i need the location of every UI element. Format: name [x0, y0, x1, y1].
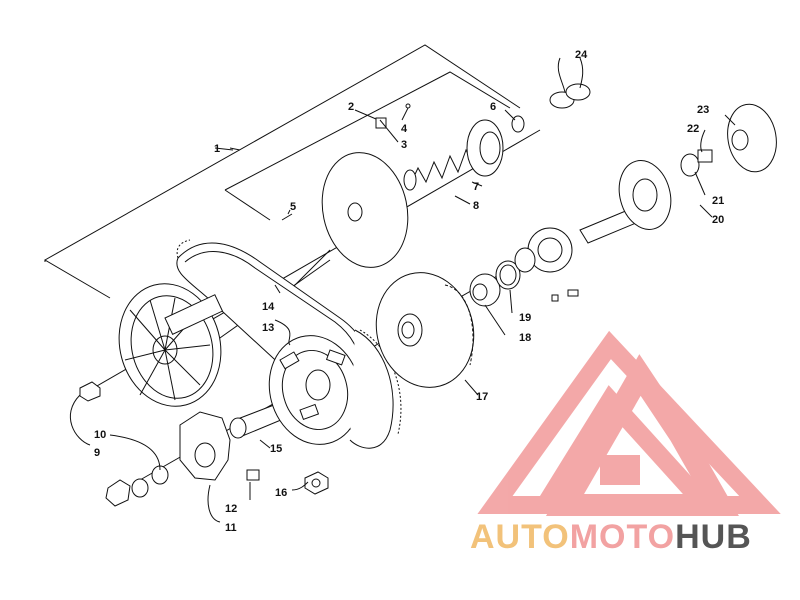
clutch-cover [727, 103, 777, 173]
output-shaft [579, 160, 672, 244]
clutch-spider [268, 335, 362, 445]
watermark-moto: MOTO [570, 518, 675, 556]
watermark-logo [477, 330, 781, 516]
callout-8: 8 [473, 200, 479, 212]
washer [680, 153, 700, 177]
watermark-hub: HUB [675, 518, 752, 556]
callout-17: 17 [476, 391, 488, 403]
callout-24: 24 [575, 49, 588, 61]
callout-13: 13 [262, 322, 274, 334]
star-washer [105, 479, 131, 507]
callout-9: 9 [94, 447, 100, 459]
watermark-text: AUTOMOTOHUB [470, 518, 752, 556]
bearing [514, 227, 573, 273]
callout-20: 20 [712, 214, 724, 226]
callout-10: 10 [94, 429, 106, 441]
nut [697, 149, 713, 163]
callout-19: 19 [519, 312, 531, 324]
callout-7: 7 [473, 181, 479, 193]
clutch-spring [403, 148, 475, 191]
callout-12: 12 [225, 503, 237, 515]
assembly-bracket-lines [43, 44, 521, 299]
spider-cup [466, 119, 504, 177]
spring-clip [246, 469, 260, 481]
callout-18: 18 [519, 332, 531, 344]
driven-sheave [118, 283, 224, 407]
callout-15: 15 [270, 443, 282, 455]
fixed-sheave [321, 152, 409, 268]
leader-lines [69, 57, 736, 523]
bolts [551, 289, 579, 302]
clip-bracket [375, 117, 387, 129]
svg-text:AUTOMOTOHUB: AUTOMOTOHUB [470, 518, 752, 556]
callout-11: 11 [225, 522, 237, 534]
o-rings [549, 83, 591, 109]
bushing [469, 273, 501, 307]
callout-14: 14 [262, 301, 275, 313]
callout-2: 2 [348, 101, 354, 113]
callout-5: 5 [290, 201, 296, 213]
snap-ring [495, 260, 521, 290]
callout-3: 3 [401, 139, 407, 151]
hex-nut [304, 471, 329, 495]
callout-16: 16 [275, 487, 287, 499]
callout-21: 21 [712, 195, 724, 207]
watermark-auto: AUTO [470, 518, 570, 556]
movable-sheave [375, 272, 475, 388]
callout-1: 1 [214, 143, 220, 155]
ring-gear [349, 329, 402, 449]
callout-4: 4 [401, 123, 408, 135]
cap-nut [79, 381, 101, 402]
callout-22: 22 [687, 123, 699, 135]
spider-arm [179, 411, 231, 481]
callout-6: 6 [490, 101, 496, 113]
callout-labels: 1 2 3 4 5 6 7 8 9 10 11 12 13 14 15 16 1… [94, 49, 724, 534]
pin [281, 213, 293, 221]
retainer-ring [131, 478, 149, 498]
callout-23: 23 [697, 104, 709, 116]
small-screw [405, 103, 411, 109]
